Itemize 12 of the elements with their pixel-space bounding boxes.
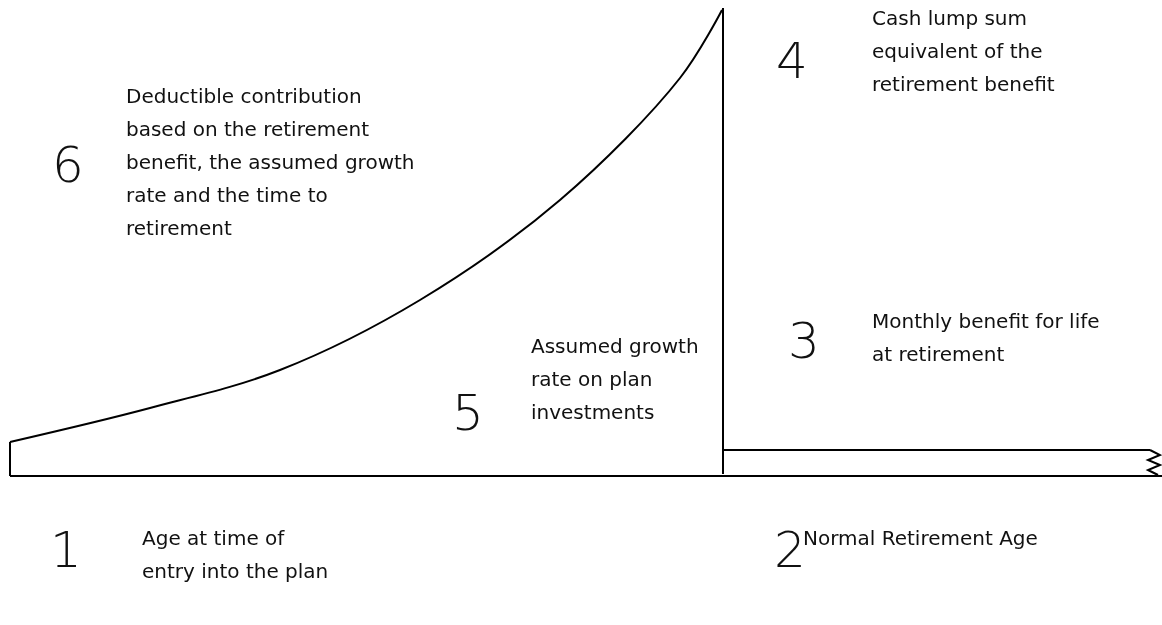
description-text: Assumed growth rate on plan investments [531,333,700,426]
callout-number: 3 [788,316,820,366]
description-text: Cash lump sum equivalent of the retirement benefit [872,5,1056,98]
description-text: Normal Retirement Age [803,525,1039,552]
callout-number: 2 [774,525,806,575]
callout-number: 4 [776,36,808,86]
callout-number: 1 [50,525,82,575]
callout-number: 6 [52,140,84,190]
callout-number: 5 [452,388,484,438]
description-text: Monthly benefit for life at retirement [872,308,1101,368]
description-text: Age at time of entry into the plan [142,525,330,585]
description-text: Deductible contribution based on the retirement benefit, the assumed growth rate and the time to retirement [126,83,416,242]
